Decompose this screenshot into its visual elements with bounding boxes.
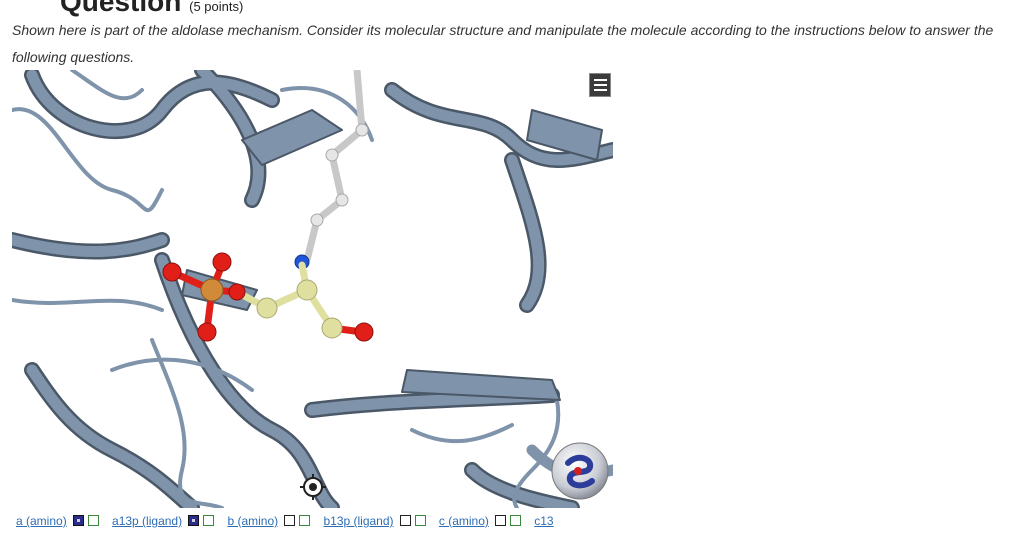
control-label[interactable]: a (amino): [16, 513, 67, 528]
highlight-toggle-checkbox[interactable]: [509, 515, 521, 527]
highlight-toggle-checkbox[interactable]: [414, 515, 426, 527]
phosphorus-atom: [200, 278, 224, 302]
question-title: Question: [60, 0, 182, 17]
control-c-amino: c (amino): [439, 514, 525, 528]
amino-side-chain[interactable]: [294, 70, 369, 270]
carbon-atom: [321, 317, 343, 339]
helix-logo-icon: [551, 442, 609, 500]
control-a-amino: a (amino): [16, 514, 103, 528]
display-toggle-checkbox[interactable]: [494, 515, 506, 527]
control-label[interactable]: b13p (ligand): [323, 513, 394, 528]
page-heading: Question (5 points): [60, 0, 243, 18]
oxygen-atom: [162, 262, 182, 282]
ligand-molecule[interactable]: [162, 252, 374, 342]
control-label[interactable]: a13p (ligand): [112, 513, 183, 528]
control-label[interactable]: b (amino): [227, 513, 279, 528]
display-toggle-checkbox[interactable]: [72, 515, 84, 527]
highlight-toggle-checkbox[interactable]: [203, 515, 215, 527]
oxygen-atom: [212, 252, 232, 272]
highlight-toggle-checkbox[interactable]: [87, 515, 99, 527]
control-b-amino: b (amino): [227, 514, 314, 528]
crosshair-icon[interactable]: [299, 473, 327, 501]
viewer-menu-button[interactable]: [589, 73, 611, 97]
control-label[interactable]: c13: [534, 513, 554, 528]
display-toggle-checkbox[interactable]: [399, 515, 411, 527]
oxygen-atom: [197, 322, 217, 342]
oxygen-atom: [228, 283, 246, 301]
control-label[interactable]: c (amino): [438, 513, 489, 528]
carbon-atom: [256, 297, 278, 319]
model-controls: a (amino) a13p (ligand) b (amino) b13p (…: [16, 513, 613, 533]
control-a13p-ligand: a13p (ligand): [112, 514, 218, 528]
question-points: (5 points): [189, 0, 244, 14]
question-prompt: Shown here is part of the aldolase mecha…: [12, 22, 994, 65]
protein-structure-render[interactable]: [12, 70, 613, 508]
control-c13: c13: [534, 514, 559, 528]
hamburger-menu-icon: [593, 79, 607, 81]
oxygen-atom: [354, 322, 374, 342]
control-b13p-ligand: b13p (ligand): [323, 514, 429, 528]
molecule-viewer[interactable]: [12, 70, 613, 508]
display-toggle-checkbox[interactable]: [188, 515, 200, 527]
display-toggle-checkbox[interactable]: [284, 515, 296, 527]
carbon-atom: [296, 279, 318, 301]
highlight-toggle-checkbox[interactable]: [299, 515, 311, 527]
